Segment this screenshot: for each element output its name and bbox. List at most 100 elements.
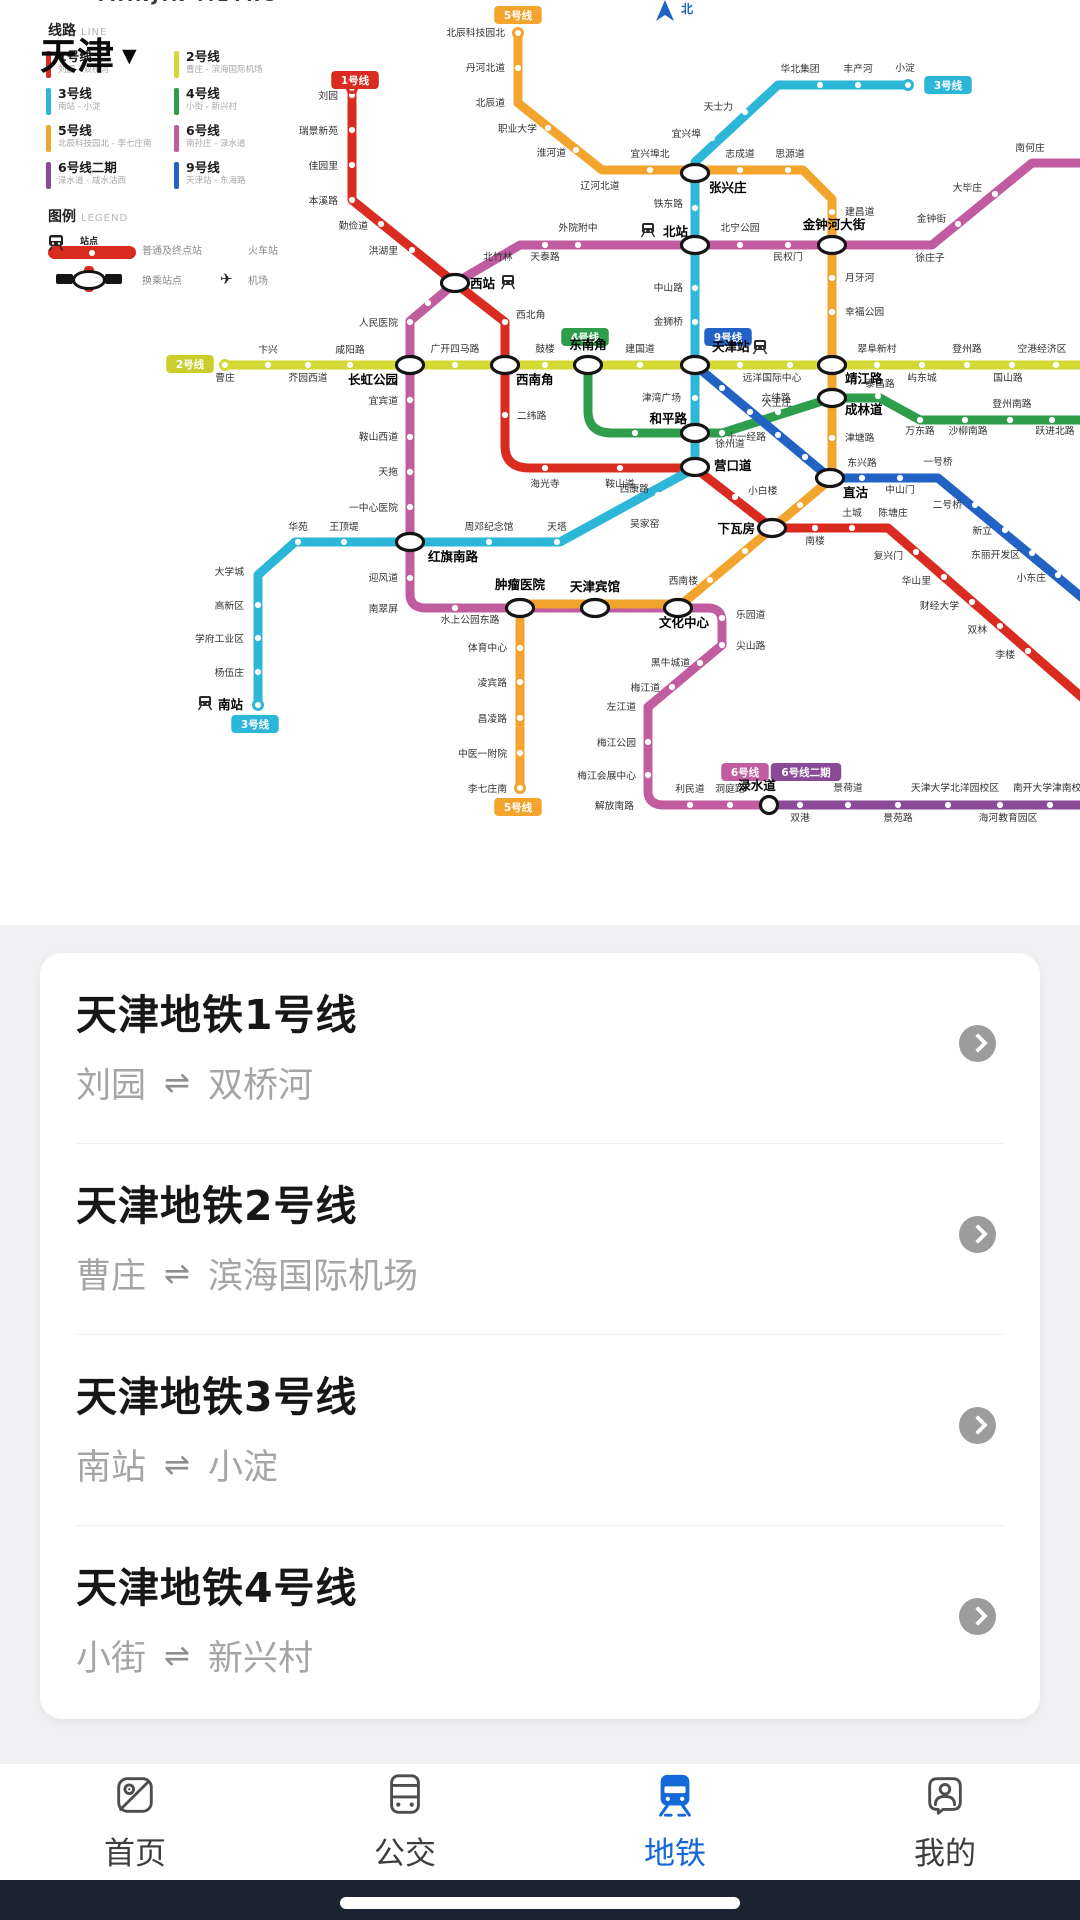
station-label: 张兴庄 xyxy=(709,180,747,195)
station-label: 营口道 xyxy=(714,458,752,473)
chevron-down-icon: ▼ xyxy=(122,45,137,67)
city-selector[interactable]: 天津 ▼ xyxy=(40,26,137,80)
station-label: 天拖 xyxy=(378,465,398,478)
station-label: 思源道 xyxy=(775,147,805,160)
station-label: 高新区 xyxy=(215,599,245,612)
legend-entry-4号线: 4号线小街 - 新兴村 xyxy=(174,87,294,115)
station-label: 红旗南路 xyxy=(428,549,479,564)
tab-mine[interactable]: 我的 xyxy=(810,1764,1080,1881)
to-station: 新兴村 xyxy=(208,1639,314,1679)
station-label: 民权门 xyxy=(773,250,802,263)
station-label: 北站 xyxy=(663,224,689,239)
station-label: 鞍山道 xyxy=(605,477,635,490)
station-label: 华山里 xyxy=(902,574,932,587)
svg-text:3号线: 3号线 xyxy=(934,79,963,92)
station-label: 南何庄 xyxy=(1015,141,1045,154)
station-label: 北宁公园 xyxy=(720,221,759,234)
station-label: 华北集团 xyxy=(780,62,819,75)
station-label: 学府工业区 xyxy=(195,632,244,645)
station-label: 鞍山西道 xyxy=(359,430,398,443)
metro-line-item-2[interactable]: 天津地铁2号线曹庄⇌滨海国际机场 xyxy=(40,1144,1040,1335)
station-label: 体育中心 xyxy=(468,641,507,654)
station-label: 辽河北道 xyxy=(580,179,619,192)
station-label: 登州路 xyxy=(952,342,982,355)
station-label: 尖山路 xyxy=(736,639,766,652)
tab-bus[interactable]: 公交 xyxy=(270,1764,540,1881)
transfer-station xyxy=(679,456,711,478)
legend-entry-3号线: 3号线南站 - 小淀 xyxy=(46,87,174,115)
station-label: 金钟河大街 xyxy=(802,217,866,232)
from-station: 小街 xyxy=(76,1639,147,1679)
divider xyxy=(76,1525,1004,1526)
station-label: 吴家窑 xyxy=(630,517,660,530)
station-label: 天津站 xyxy=(712,339,750,354)
metro-line-item-4[interactable]: 天津地铁4号线小街⇌新兴村 xyxy=(40,1526,1040,1717)
station-label: 职业大学 xyxy=(498,122,537,135)
station-label: 景荷道 xyxy=(833,781,863,794)
station-label: 志成道 xyxy=(725,147,755,160)
transfer-station xyxy=(816,354,848,376)
station-label: 左江道 xyxy=(607,700,637,713)
station-label: 天津大学北洋园校区 xyxy=(911,781,999,794)
transfer-station xyxy=(572,354,604,376)
station-label: 十一经路 xyxy=(727,430,766,443)
station-label: 解放南路 xyxy=(595,799,634,812)
line-badge xyxy=(770,763,842,781)
chevron-right-icon xyxy=(959,1216,996,1253)
station-label: 瑞景新苑 xyxy=(299,124,338,137)
station-label: 土城 xyxy=(842,506,862,519)
tab-home[interactable]: 首页 xyxy=(0,1764,270,1881)
train-station-label: 火车站 xyxy=(248,245,278,257)
station-label: 东南角 xyxy=(569,337,607,352)
system-bottom-bar xyxy=(0,1880,1080,1920)
station-label: 黑牛城道 xyxy=(651,656,690,669)
station-label: 大毕庄 xyxy=(953,181,983,194)
station-label: 金狮桥 xyxy=(654,315,684,328)
station-label: 海光寺 xyxy=(530,477,560,490)
station-label: 翠阜新村 xyxy=(857,342,896,355)
metro-line-item-1[interactable]: 天津地铁1号线刘园⇌双桥河 xyxy=(40,953,1040,1144)
station-label: 李楼 xyxy=(995,648,1015,661)
station-label: 金钟街 xyxy=(917,212,947,225)
station-label: 洞庭路 xyxy=(715,782,745,795)
transfer-station xyxy=(662,597,694,619)
station-label: 下瓦房 xyxy=(717,521,755,536)
station-label: 泰昌路 xyxy=(865,377,895,390)
station-label: 刘园 xyxy=(318,90,338,102)
station-label: 津湾广场 xyxy=(642,391,681,404)
station-label: 二号桥 xyxy=(933,499,963,511)
station-label: 铁东路 xyxy=(654,197,684,210)
station-label: 徐州道 xyxy=(715,437,745,450)
metro-line3 xyxy=(253,80,913,710)
tab-metro[interactable]: 地铁 xyxy=(540,1764,810,1881)
metro-line-item-3[interactable]: 天津地铁3号线南站⇌小淀 xyxy=(40,1335,1040,1526)
svg-text:1号线: 1号线 xyxy=(341,74,370,87)
station-label: 天泰路 xyxy=(530,250,560,263)
station-label: 沙柳南路 xyxy=(948,424,987,437)
chevron-right-icon xyxy=(959,1598,996,1635)
station-label: 芥园西道 xyxy=(288,371,327,384)
station-label: 和平路 xyxy=(648,411,687,426)
home-indicator[interactable] xyxy=(340,1897,740,1909)
transfer-station xyxy=(579,597,611,619)
line-badge xyxy=(561,328,609,346)
station-label: 迎风道 xyxy=(369,571,399,584)
station-label: 勤俭道 xyxy=(339,219,369,232)
station-label: 万东路 xyxy=(905,424,935,437)
station-label: 建昌道 xyxy=(845,205,875,218)
station-label: 凌宾路 xyxy=(478,676,508,689)
station-label: 广开四马路 xyxy=(431,342,480,355)
transfer-symbol-label: 换乘站点 xyxy=(142,275,182,287)
station-label: 建国道 xyxy=(625,342,655,355)
line-title: 天津地铁4号线 xyxy=(76,1564,358,1612)
station-label: 成林道 xyxy=(845,402,883,417)
metro-line4 xyxy=(583,360,1080,438)
station-label: 跃进北路 xyxy=(1035,424,1074,437)
station-label: 景苑路 xyxy=(883,811,913,824)
station-label: 丰产河 xyxy=(843,62,873,75)
north-label: 北 xyxy=(681,1,693,16)
station-label: 中山门 xyxy=(885,483,914,496)
station-label: 二纬路 xyxy=(517,409,547,422)
